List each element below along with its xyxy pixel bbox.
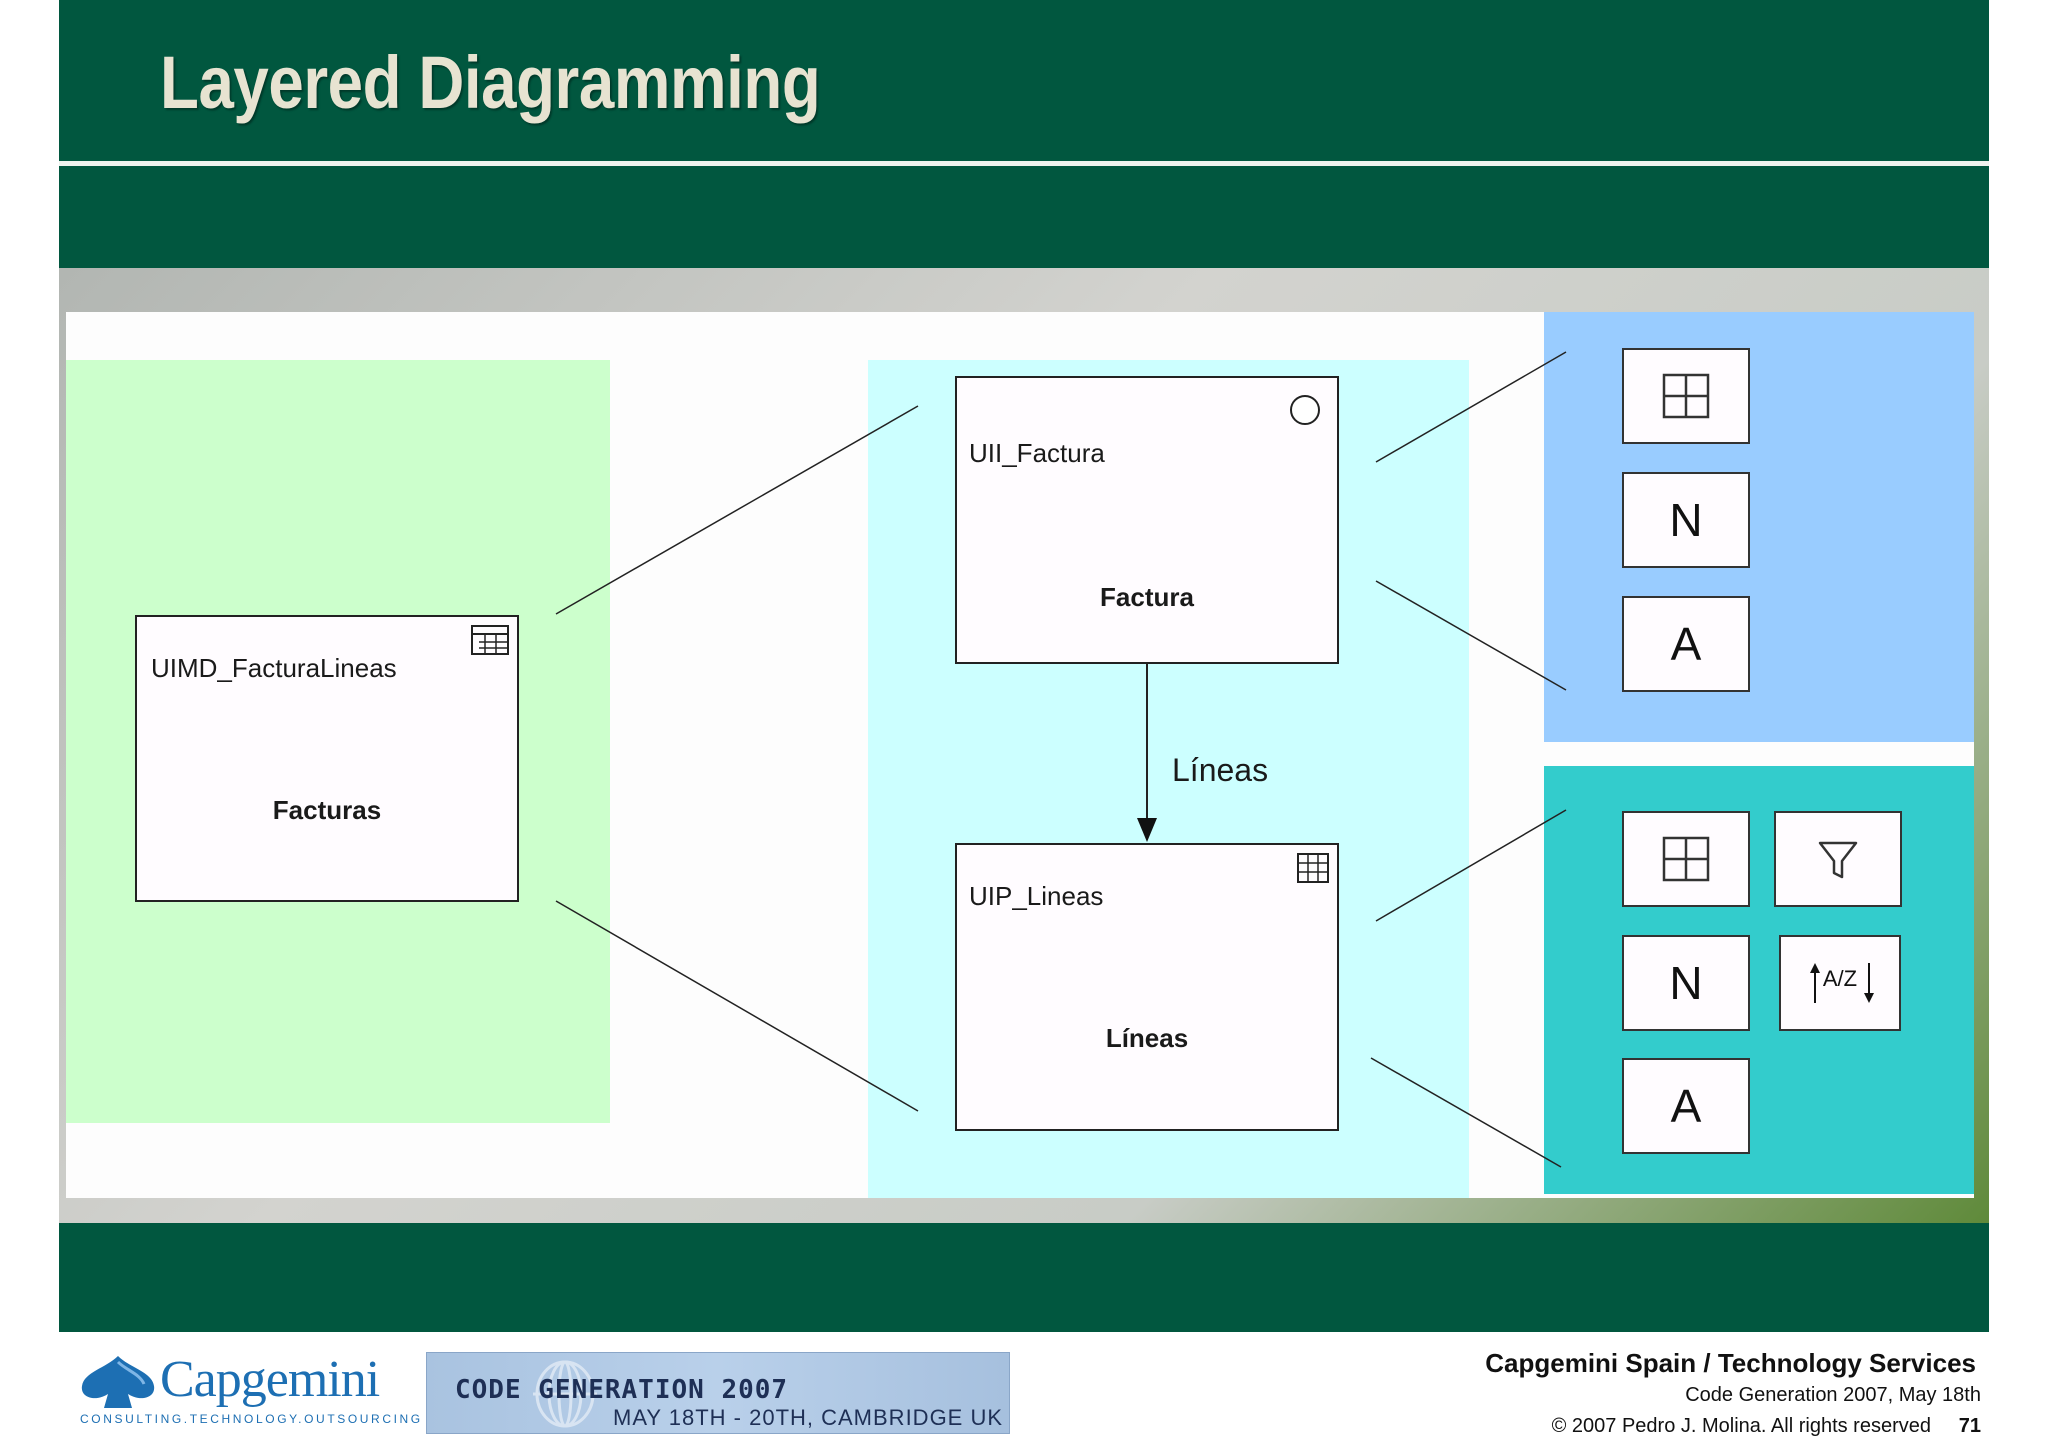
uimd-node[interactable]: UIMD_FacturaLineas Facturas xyxy=(135,615,519,902)
widget-grid-top[interactable] xyxy=(1622,348,1750,444)
navigation-label: N xyxy=(1669,494,1703,546)
uii-node-subtitle: Factura xyxy=(1100,582,1194,612)
grid-icon xyxy=(1297,853,1329,883)
uip-node[interactable]: UIP_Lineas Líneas xyxy=(955,843,1339,1131)
connector-line xyxy=(1370,1057,1562,1168)
connector-line xyxy=(1375,580,1567,691)
table-icon xyxy=(471,625,509,655)
relation-label: Líneas xyxy=(1172,752,1269,788)
widget-action-bottom[interactable]: A xyxy=(1622,1058,1750,1154)
connector-line xyxy=(1375,351,1567,463)
grid-icon xyxy=(1662,836,1710,882)
uimd-node-name: UIMD_FacturaLineas xyxy=(151,653,397,683)
page-number: 71 xyxy=(1958,1415,1981,1437)
widget-action-top[interactable]: A xyxy=(1622,596,1750,692)
action-label: A xyxy=(1670,1080,1702,1132)
widget-filter[interactable] xyxy=(1774,811,1902,907)
globe-icon xyxy=(533,1360,597,1428)
uip-node-name: UIP_Lineas xyxy=(969,881,1104,911)
footer-event-line: Code Generation 2007, May 18th xyxy=(1685,1384,1981,1406)
uii-node[interactable]: UII_Factura Factura xyxy=(955,376,1339,664)
title-divider xyxy=(59,161,1989,166)
slide-header xyxy=(59,0,1989,162)
connector-line xyxy=(1375,809,1567,922)
relation-arrow-head xyxy=(1137,818,1157,842)
footer-organization: Capgemini Spain / Technology Services xyxy=(1485,1348,1976,1378)
widget-navigation-bottom[interactable]: N xyxy=(1622,935,1750,1031)
uimd-node-subtitle: Facturas xyxy=(272,795,382,825)
footer-band xyxy=(59,1223,1989,1332)
uip-node-subtitle: Líneas xyxy=(1105,1023,1189,1053)
connector-line xyxy=(555,900,919,1112)
widgets-layer-top xyxy=(1544,312,1974,742)
filter-icon xyxy=(1818,841,1858,879)
navigation-label: N xyxy=(1669,957,1703,1009)
spade-logo-icon xyxy=(81,1356,155,1408)
grid-icon xyxy=(1662,373,1710,419)
footer-copyright: © 2007 Pedro J. Molina. All rights reser… xyxy=(1551,1415,1931,1437)
brand-tagline: CONSULTING.TECHNOLOGY.OUTSOURCING xyxy=(80,1412,423,1426)
widget-sort[interactable]: A/Z xyxy=(1779,935,1901,1031)
event-banner: CODE GENERATION 2007 MAY 18TH - 20TH, CA… xyxy=(426,1352,1010,1434)
event-name: CODE GENERATION 2007 xyxy=(455,1375,789,1405)
page-title: Layered Diagramming xyxy=(160,41,821,124)
event-dates: MAY 18TH - 20TH, CAMBRIDGE UK xyxy=(613,1405,1004,1430)
uii-node-name: UII_Factura xyxy=(969,438,1105,468)
sort-label: A/Z xyxy=(1822,966,1858,991)
sort-icon xyxy=(1810,963,1874,1003)
widget-grid-bottom[interactable] xyxy=(1622,811,1750,907)
header-band xyxy=(59,166,1989,268)
brand-wordmark: Capgemini xyxy=(160,1351,380,1408)
connector-line xyxy=(555,405,919,615)
widgets-layer-bottom xyxy=(1544,766,1974,1194)
action-label: A xyxy=(1670,618,1702,670)
circle-icon xyxy=(1290,395,1320,425)
widget-navigation-top[interactable]: N xyxy=(1622,472,1750,568)
